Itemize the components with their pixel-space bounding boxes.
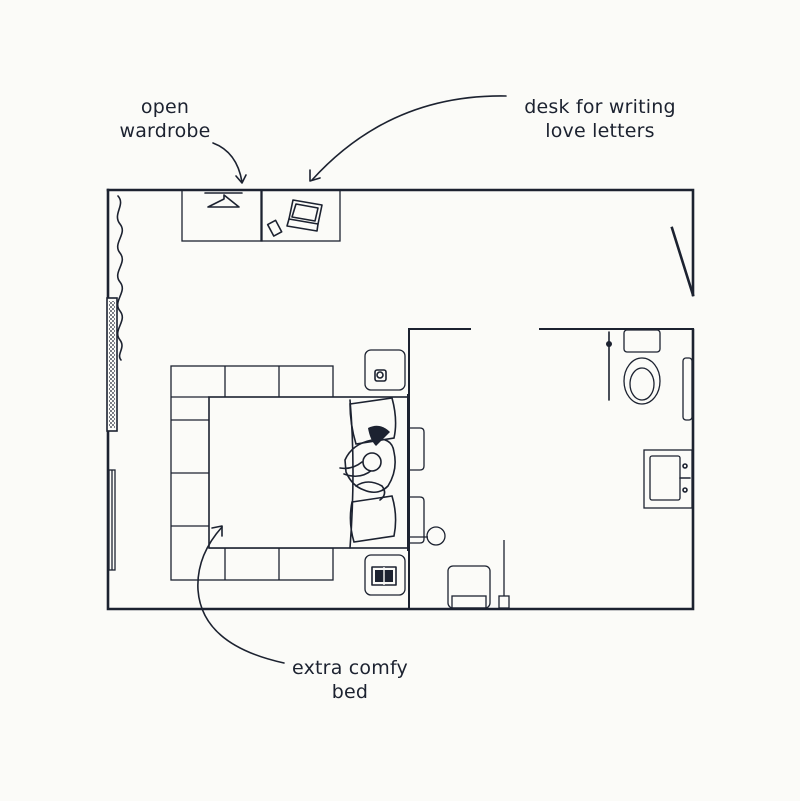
open-wardrobe — [181, 189, 263, 242]
nightstand-bottom — [364, 554, 406, 596]
towel-stand — [498, 540, 510, 609]
window — [108, 469, 116, 571]
desk-arrow — [309, 95, 507, 182]
entry-door — [670, 226, 695, 297]
laptop-icon — [286, 199, 323, 232]
side-chair-top — [408, 427, 425, 471]
nightstand-top — [364, 349, 406, 391]
bed — [208, 394, 409, 551]
sink — [643, 449, 693, 509]
curtain — [116, 195, 124, 361]
bed-arrow — [197, 525, 285, 664]
shower-rail — [606, 331, 612, 401]
label-bed: extra comfy bed — [292, 657, 408, 703]
clock-icon — [374, 369, 387, 382]
wardrobe-arrow — [212, 142, 247, 184]
interior-walls — [408, 328, 694, 610]
writing-desk — [260, 189, 341, 242]
label-open-wardrobe: open wardrobe — [119, 96, 211, 142]
phone-icon — [266, 219, 283, 237]
book-icon — [371, 566, 397, 586]
sleeping-person-icon — [339, 425, 396, 501]
floor-lamp — [409, 526, 446, 546]
bathroom-stool — [447, 565, 491, 609]
radiator — [106, 297, 118, 432]
hanger-icon — [207, 194, 240, 208]
bath-radiator — [682, 357, 693, 421]
label-desk: desk for writing love letters — [524, 96, 676, 142]
toilet — [623, 329, 661, 405]
side-chair-bottom — [408, 496, 425, 544]
